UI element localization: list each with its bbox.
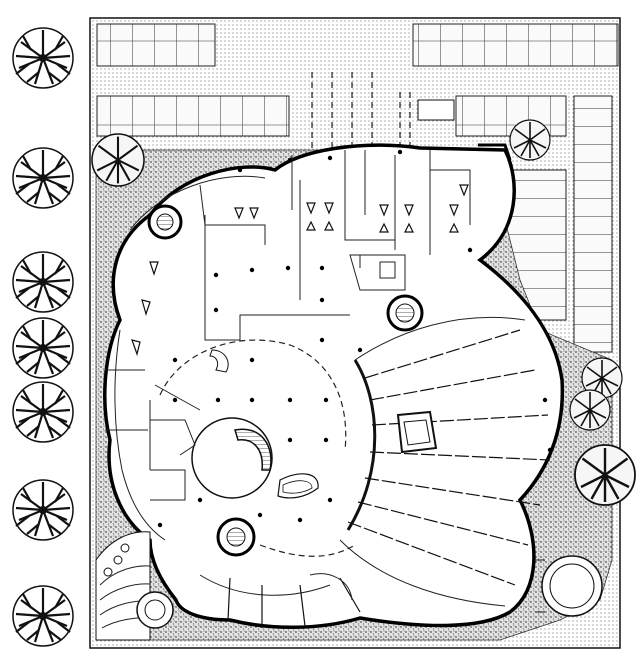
parking-north (96, 23, 619, 150)
west-rooms (105, 369, 201, 501)
tree-icon (11, 26, 75, 90)
north-rooms (199, 150, 471, 341)
entrance-canopy (478, 143, 512, 161)
gallery-wall (114, 329, 166, 541)
tree-icon (11, 584, 75, 648)
column-grid (157, 149, 553, 528)
southwest-plaza (95, 531, 174, 641)
radial-wing (339, 316, 551, 607)
tree-column (11, 26, 75, 648)
shrub-group-west (90, 132, 146, 188)
gallery-wall (129, 175, 266, 231)
column-icon (213, 272, 219, 278)
shrub-icon (509, 119, 551, 161)
desk-groups (131, 184, 469, 357)
tree-icon (11, 478, 75, 542)
stair-towers (147, 204, 424, 557)
building-outline (103, 143, 565, 629)
parking-east (573, 95, 613, 353)
stair-icon (234, 428, 272, 471)
rotunda (159, 339, 347, 499)
tree-icon (11, 380, 75, 444)
shrub-icon (90, 132, 146, 188)
fountain-icon (535, 555, 603, 617)
south-wing (199, 544, 361, 628)
tree-icon (11, 146, 75, 210)
shrub-icon (573, 443, 637, 507)
tree-icon (11, 316, 75, 380)
tree-icon (11, 250, 75, 314)
shrub-icon (569, 389, 611, 431)
